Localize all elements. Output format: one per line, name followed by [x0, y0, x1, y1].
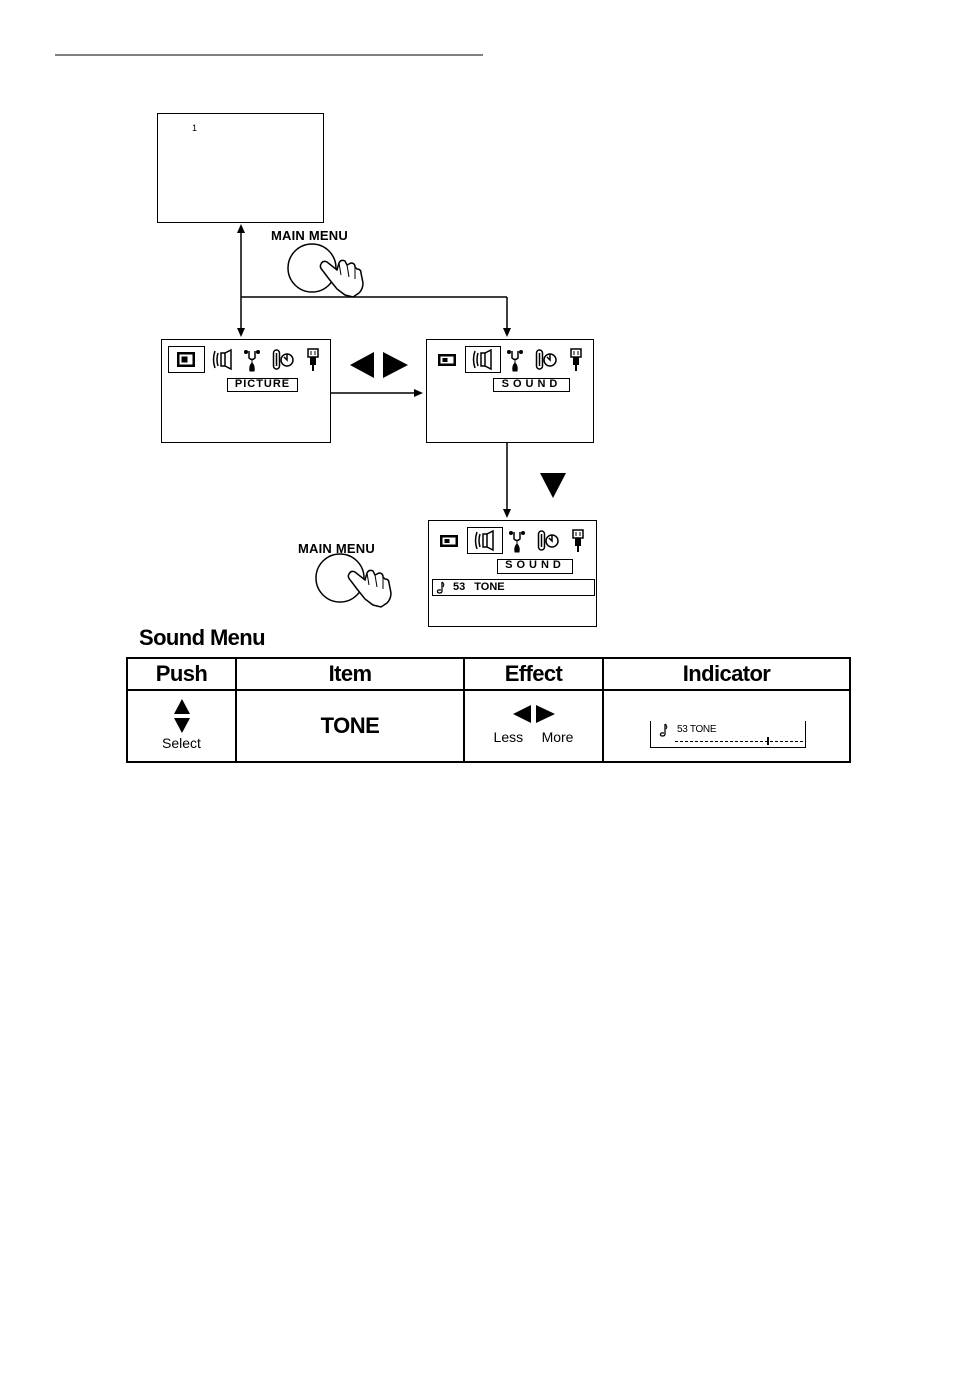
- arrowhead-down: [503, 509, 511, 518]
- header-indicator: Indicator: [603, 658, 850, 690]
- arrowhead-down: [237, 328, 245, 337]
- clock-icon: [272, 346, 294, 373]
- sound-menu-table: Push Item Effect Indicator Select TONE: [126, 657, 851, 763]
- header-effect: Effect: [464, 658, 603, 690]
- picture-icon: [438, 527, 460, 554]
- hand-icon: [506, 527, 528, 554]
- up-down-arrow-icon: [174, 699, 190, 733]
- plug-icon: [565, 346, 587, 373]
- left-right-arrow-icon: [513, 705, 555, 723]
- note-icon: [436, 581, 446, 594]
- indicator-scale: [675, 741, 803, 742]
- menu-title-sound: SOUND: [493, 378, 570, 392]
- hand-icon: [504, 346, 526, 373]
- hand-press-icon: [313, 553, 395, 609]
- effect-cell: Less More: [464, 690, 603, 762]
- hand-icon: [241, 346, 263, 373]
- speaker-icon: [474, 527, 496, 554]
- speaker-icon: [472, 346, 494, 373]
- note-icon: [659, 723, 669, 737]
- item-tone-label: TONE: [321, 713, 380, 738]
- arrowhead-down: [503, 328, 511, 337]
- left-right-arrow-icon: [350, 352, 408, 378]
- menu-title-picture: PICTURE: [227, 378, 298, 392]
- section-title: Sound Menu: [139, 625, 265, 651]
- indicator-marker: [767, 737, 769, 745]
- clock-icon: [537, 527, 559, 554]
- sound-tone-menu: SOUND 53 TONE: [428, 520, 597, 627]
- down-arrow-icon: [540, 473, 566, 498]
- item-cell: TONE: [236, 690, 464, 762]
- sound-menu: SOUND: [426, 339, 594, 443]
- hand-press-icon: [285, 243, 367, 299]
- push-select-label: Select: [162, 735, 201, 751]
- effect-more-label: More: [542, 729, 574, 745]
- speaker-icon: [212, 346, 234, 373]
- picture-icon: [436, 346, 458, 373]
- arrowhead-up: [237, 224, 245, 233]
- plug-icon: [302, 346, 324, 373]
- header-item: Item: [236, 658, 464, 690]
- push-cell: Select: [127, 690, 236, 762]
- header-push: Push: [127, 658, 236, 690]
- plug-icon: [567, 527, 589, 554]
- picture-icon: [175, 346, 197, 373]
- channel-number: 1: [192, 123, 197, 133]
- arrowhead-right: [414, 389, 423, 397]
- picture-menu: PICTURE: [161, 339, 331, 443]
- indicator-cell: 53 TONE: [603, 690, 850, 762]
- tone-item-text: 53 TONE: [453, 581, 505, 593]
- table-row: Select TONE Less More 53 TO: [127, 690, 850, 762]
- clock-icon: [535, 346, 557, 373]
- menu-title-sound: SOUND: [497, 559, 573, 574]
- tone-menu-item: 53 TONE: [432, 579, 595, 596]
- indicator-text: 53 TONE: [677, 724, 716, 735]
- effect-less-label: Less: [494, 729, 524, 745]
- tone-indicator-bar: 53 TONE: [650, 721, 806, 748]
- table-header-row: Push Item Effect Indicator: [127, 658, 850, 690]
- tv-screen: 1: [157, 113, 324, 223]
- main-menu-label: MAIN MENU: [271, 228, 348, 243]
